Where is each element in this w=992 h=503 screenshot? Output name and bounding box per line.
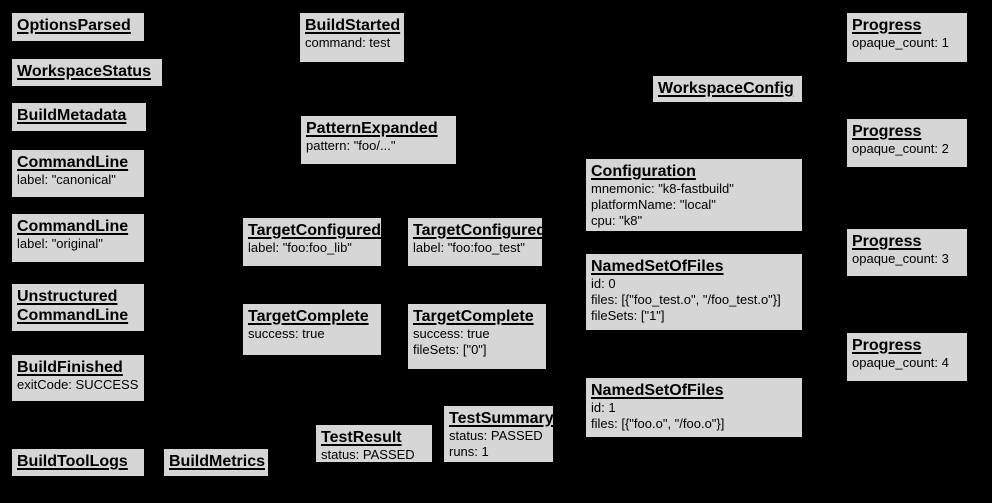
node-title: BuildStarted bbox=[305, 17, 401, 34]
node-field: id: 0 bbox=[591, 276, 616, 291]
node-title: OptionsParsed bbox=[17, 17, 131, 34]
node-workspace-status: WorkspaceStatus bbox=[11, 58, 163, 87]
node-command-line-canonical: CommandLine label: "canonical" bbox=[11, 149, 145, 198]
node-title: NamedSetOfFiles bbox=[591, 258, 724, 275]
node-title: TargetComplete bbox=[413, 308, 534, 325]
node-options-parsed: OptionsParsed bbox=[11, 12, 145, 42]
node-title: CommandLine bbox=[17, 154, 129, 171]
node-field: runs: 1 bbox=[449, 444, 489, 459]
node-field: pattern: "foo/..." bbox=[306, 138, 396, 153]
node-field: cpu: "k8" bbox=[591, 213, 643, 228]
node-pattern-expanded: PatternExpanded pattern: "foo/..." bbox=[300, 115, 457, 165]
node-unstructured-command-line: Unstructured CommandLine bbox=[11, 283, 145, 332]
node-title: BuildMetadata bbox=[17, 107, 127, 124]
node-field: exitCode: SUCCESS bbox=[17, 377, 139, 392]
node-field: opaque_count: 4 bbox=[852, 355, 949, 370]
node-field: platformName: "local" bbox=[591, 197, 716, 212]
node-field: status: PASSED bbox=[449, 428, 543, 443]
node-target-complete-foo-test: TargetComplete success: true fileSets: [… bbox=[407, 303, 547, 370]
node-workspace-config: WorkspaceConfig bbox=[652, 75, 803, 103]
node-field: label: "canonical" bbox=[17, 172, 116, 187]
node-field: files: [{"foo.o", "/foo.o"}] bbox=[591, 416, 725, 431]
node-field: label: "original" bbox=[17, 236, 103, 251]
node-build-metadata: BuildMetadata bbox=[11, 102, 147, 132]
node-title: NamedSetOfFiles bbox=[591, 382, 724, 399]
node-field: mnemonic: "k8-fastbuild" bbox=[591, 181, 734, 196]
node-field: label: "foo:foo_test" bbox=[413, 240, 525, 255]
node-title: Unstructured bbox=[17, 288, 118, 305]
node-field: success: true bbox=[248, 326, 325, 341]
node-title: TargetConfigured bbox=[413, 222, 543, 239]
node-title: TargetComplete bbox=[248, 308, 369, 325]
node-title: BuildFinished bbox=[17, 359, 123, 376]
node-command-line-original: CommandLine label: "original" bbox=[11, 213, 145, 263]
node-build-metrics: BuildMetrics bbox=[163, 448, 269, 477]
node-field: opaque_count: 3 bbox=[852, 251, 949, 266]
node-progress-1: Progress opaque_count: 1 bbox=[846, 12, 968, 63]
node-target-configured-foo-test: TargetConfigured label: "foo:foo_test" bbox=[407, 217, 543, 267]
node-field: success: true bbox=[413, 326, 490, 341]
node-title: Configuration bbox=[591, 163, 696, 180]
node-title: TestResult bbox=[321, 429, 402, 446]
node-title: TestSummary bbox=[449, 410, 554, 427]
node-title: Progress bbox=[852, 123, 922, 140]
node-target-complete-foo-lib: TargetComplete success: true bbox=[242, 303, 382, 356]
node-title: TargetConfigured bbox=[248, 222, 382, 239]
node-test-result: TestResult status: PASSED bbox=[315, 424, 433, 463]
node-named-set-of-files-1: NamedSetOfFiles id: 1 files: [{"foo.o", … bbox=[585, 377, 803, 438]
node-field: opaque_count: 2 bbox=[852, 141, 949, 156]
node-title: Progress bbox=[852, 233, 922, 250]
node-field: files: [{"foo_test.o", "/foo_test.o"}] bbox=[591, 292, 781, 307]
node-title: WorkspaceStatus bbox=[17, 63, 151, 80]
node-field: opaque_count: 1 bbox=[852, 35, 949, 50]
node-build-finished: BuildFinished exitCode: SUCCESS bbox=[11, 354, 145, 402]
node-target-configured-foo-lib: TargetConfigured label: "foo:foo_lib" bbox=[242, 217, 382, 267]
node-title: PatternExpanded bbox=[306, 120, 438, 137]
node-build-started: BuildStarted command: test bbox=[299, 12, 405, 63]
node-test-summary: TestSummary status: PASSED runs: 1 bbox=[443, 405, 554, 463]
node-field: command: test bbox=[305, 35, 391, 50]
node-progress-3: Progress opaque_count: 3 bbox=[846, 228, 968, 277]
node-named-set-of-files-0: NamedSetOfFiles id: 0 files: [{"foo_test… bbox=[585, 253, 803, 331]
node-title: WorkspaceConfig bbox=[658, 80, 794, 97]
node-field: status: PASSED bbox=[321, 447, 415, 462]
node-title: CommandLine bbox=[17, 218, 129, 235]
node-field: id: 1 bbox=[591, 400, 616, 415]
node-title: Progress bbox=[852, 17, 922, 34]
node-configuration: Configuration mnemonic: "k8-fastbuild" p… bbox=[585, 158, 803, 232]
node-build-tool-logs: BuildToolLogs bbox=[11, 448, 145, 477]
node-title-line2: CommandLine bbox=[17, 307, 129, 324]
node-progress-4: Progress opaque_count: 4 bbox=[846, 332, 968, 382]
node-field: label: "foo:foo_lib" bbox=[248, 240, 352, 255]
node-title: Progress bbox=[852, 337, 922, 354]
node-field: fileSets: ["0"] bbox=[413, 342, 487, 357]
node-progress-2: Progress opaque_count: 2 bbox=[846, 118, 968, 168]
node-title: BuildMetrics bbox=[169, 453, 266, 470]
node-title: BuildToolLogs bbox=[17, 453, 128, 470]
node-field: fileSets: ["1"] bbox=[591, 308, 665, 323]
